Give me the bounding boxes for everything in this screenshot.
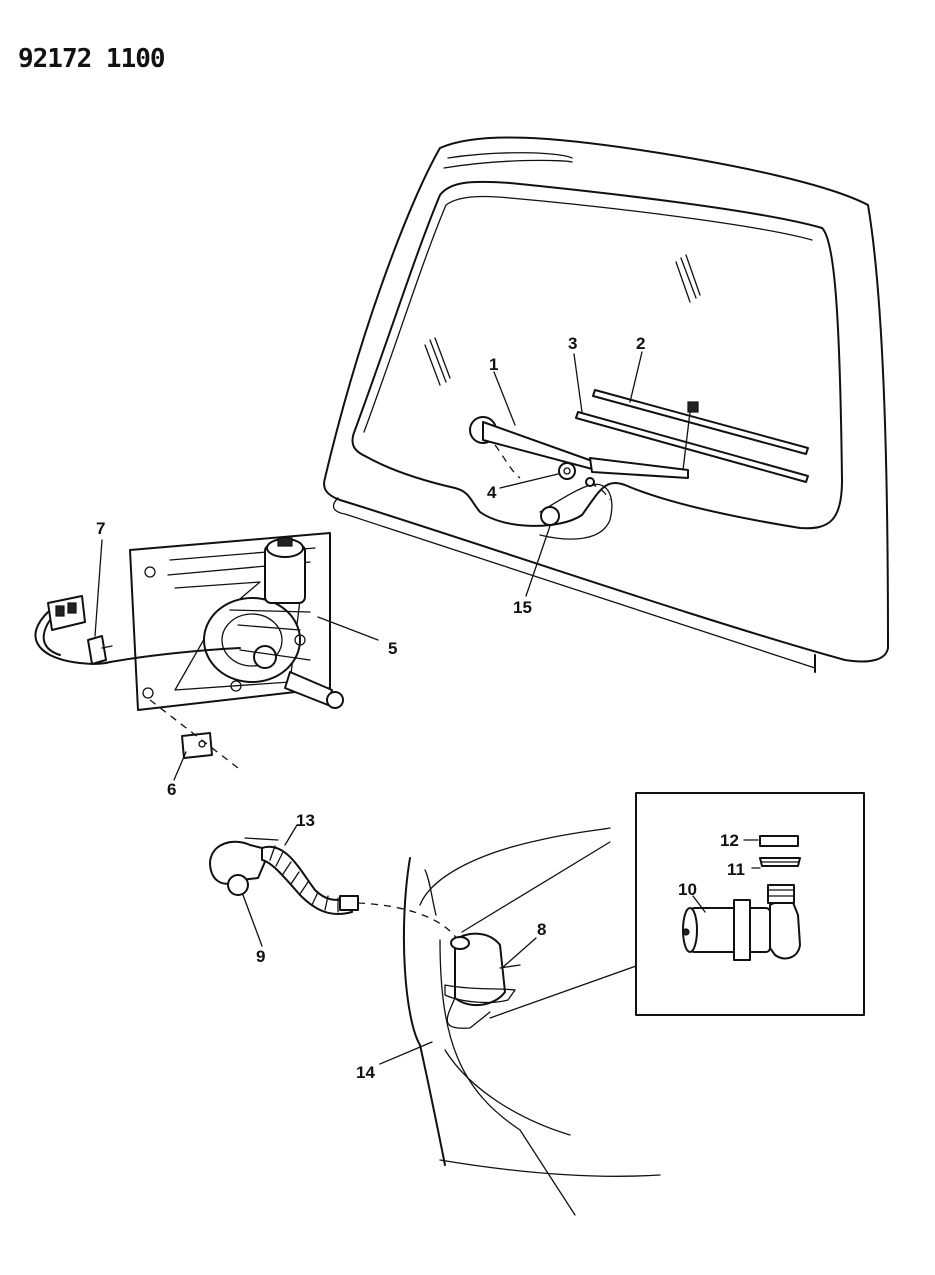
liftgate-washer-hose bbox=[539, 483, 613, 540]
callout-7: 7 bbox=[96, 519, 105, 538]
washer-pump-motor[interactable] bbox=[682, 884, 801, 961]
wiper-motor-assembly[interactable] bbox=[129, 532, 344, 711]
callout-1: 1 bbox=[489, 355, 498, 374]
washer-hose-assembly[interactable] bbox=[209, 837, 459, 941]
callout-2: 2 bbox=[636, 334, 645, 353]
callout-15: 15 bbox=[513, 598, 532, 617]
washer-nozzle[interactable] bbox=[540, 477, 595, 526]
callout-14: 14 bbox=[356, 1063, 375, 1082]
retaining-clip[interactable] bbox=[149, 699, 239, 769]
callout-5: 5 bbox=[388, 639, 397, 658]
callout-9: 9 bbox=[256, 947, 265, 966]
wiper-blade[interactable] bbox=[575, 389, 809, 483]
liftgate bbox=[323, 136, 889, 673]
callout-13: 13 bbox=[296, 811, 315, 830]
inset-leader-top bbox=[461, 841, 611, 933]
document-id: 92172 1100 bbox=[18, 44, 166, 74]
pump-detail-inset bbox=[635, 792, 865, 1016]
callout-3: 3 bbox=[568, 334, 577, 353]
callout-12: 12 bbox=[720, 831, 739, 850]
callouts: 1 2 3 4 5 6 7 8 9 10 11 12 13 14 15 bbox=[96, 334, 745, 1082]
callout-8: 8 bbox=[537, 920, 546, 939]
callout-6: 6 bbox=[167, 780, 176, 799]
wiring-connector[interactable] bbox=[34, 595, 241, 665]
callout-10: 10 bbox=[678, 880, 697, 899]
wiper-arm[interactable] bbox=[469, 416, 689, 479]
leader-lines bbox=[94, 351, 761, 1065]
pump-filter[interactable] bbox=[759, 835, 799, 847]
glass-reflection bbox=[424, 254, 701, 386]
callout-11: 11 bbox=[727, 860, 745, 879]
inset-leader-bottom bbox=[489, 965, 637, 1019]
callout-4: 4 bbox=[487, 483, 497, 502]
arm-nut[interactable] bbox=[558, 462, 576, 480]
washer-reservoir[interactable] bbox=[444, 932, 521, 1029]
body-panel bbox=[402, 827, 661, 1216]
pump-grommet[interactable] bbox=[759, 857, 801, 867]
